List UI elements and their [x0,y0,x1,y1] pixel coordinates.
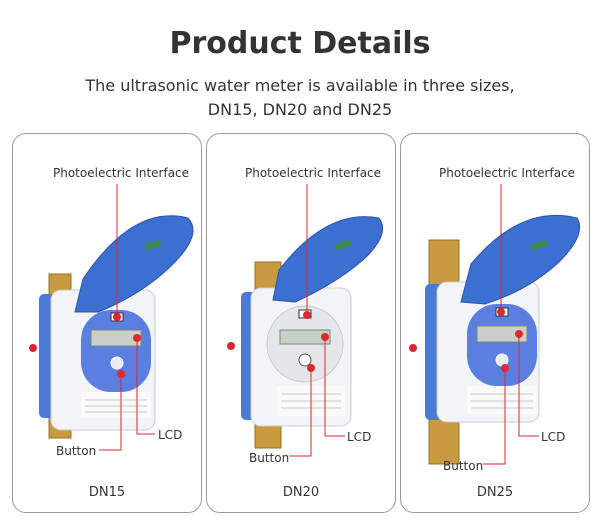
lcd-label: LCD [347,430,372,444]
product-card-dn25: Photoelectric Interface LCD Button DN25 [400,133,590,513]
photoelectric-interface-label: Photoelectric Interface [439,166,576,180]
page-title: Product Details [169,26,431,61]
photoelectric-interface-label: Photoelectric Interface [53,166,190,180]
button-label: Button [56,444,97,458]
button-label: Button [249,451,290,465]
button-label: Button [443,459,484,473]
water-meter-dn15-image [29,184,194,451]
water-meter-dn20-image [227,184,383,457]
photoelectric-interface-label: Photoelectric Interface [245,166,382,180]
size-label-dn15: DN15 [88,485,126,500]
size-label-dn25: DN25 [476,485,514,500]
size-label-dn20: DN20 [282,485,320,500]
lcd-label: LCD [541,430,566,444]
lcd-label: LCD [158,428,183,442]
water-meter-dn25-image [409,184,581,465]
product-card-dn20: Photoelectric Interface LCD Button DN20 [206,133,396,513]
subtitle-line-1: The ultrasonic water meter is available … [85,76,515,95]
product-card-dn15: Photoelectric Interface LCD Button DN15 [12,133,202,513]
subtitle-line-2: DN15, DN20 and DN25 [207,100,393,119]
